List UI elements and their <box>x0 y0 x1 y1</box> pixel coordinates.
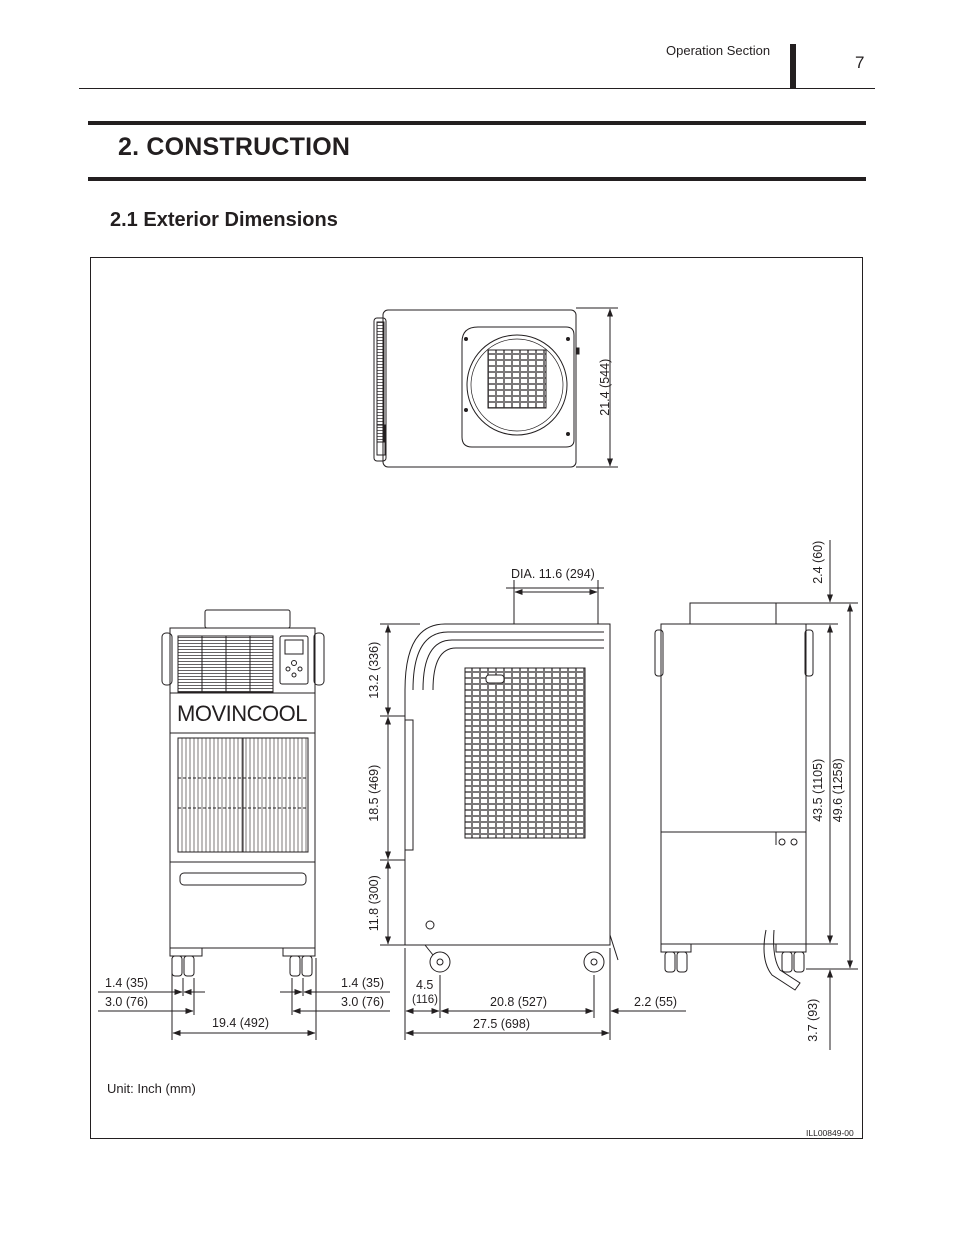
brand-logo: MOVINCOOL <box>177 701 307 726</box>
front-width-label: 19.4 (492) <box>212 1016 269 1030</box>
front-overhang-label-a: 4.5 <box>416 978 434 992</box>
illustration-id: ILL00849-00 <box>806 1128 854 1138</box>
caster-outer-right-label: 3.0 (76) <box>341 995 385 1009</box>
header-rule <box>79 88 875 89</box>
top-depth-label: 21.4 (544) <box>597 358 612 416</box>
page-number: 7 <box>855 53 865 72</box>
body-height-label: 43.5 (1105) <box>810 758 825 822</box>
section-rule-bottom <box>88 177 866 181</box>
figure-frame <box>90 257 863 1139</box>
caster-height-label: 3.7 (93) <box>805 998 820 1042</box>
header-bar <box>790 44 796 88</box>
top-view <box>373 307 618 468</box>
side-view <box>380 580 686 1040</box>
lower-height-label: 11.8 (300) <box>366 875 381 932</box>
section-title: 2. CONSTRUCTION <box>118 133 351 161</box>
middle-height-label: 18.5 (469) <box>366 764 381 822</box>
overall-height-label: 49.6 (1258) <box>830 758 845 823</box>
running-header: Operation Section <box>666 43 771 58</box>
front-overhang-label-b: (116) <box>412 994 438 1006</box>
upper-height-label: 13.2 (336) <box>366 641 381 699</box>
section-rule-top <box>88 121 866 125</box>
duct-diameter-label: DIA. 11.6 (294) <box>511 567 595 581</box>
caster-offset-right-label: 1.4 (35) <box>341 976 385 990</box>
unit-note: Unit: Inch (mm) <box>107 1081 196 1096</box>
rear-view <box>654 540 858 1050</box>
caster-offset-left-label: 1.4 (35) <box>105 976 149 990</box>
wheelbase-label: 20.8 (527) <box>490 995 547 1009</box>
subsection-title: 2.1 Exterior Dimensions <box>110 209 338 231</box>
overall-length-label: 27.5 (698) <box>473 1017 530 1031</box>
front-view <box>98 609 390 1040</box>
rear-overhang-label: 2.2 (55) <box>634 995 678 1009</box>
duct-height-label: 2.4 (60) <box>810 540 825 584</box>
caster-outer-left-label: 3.0 (76) <box>105 995 149 1009</box>
